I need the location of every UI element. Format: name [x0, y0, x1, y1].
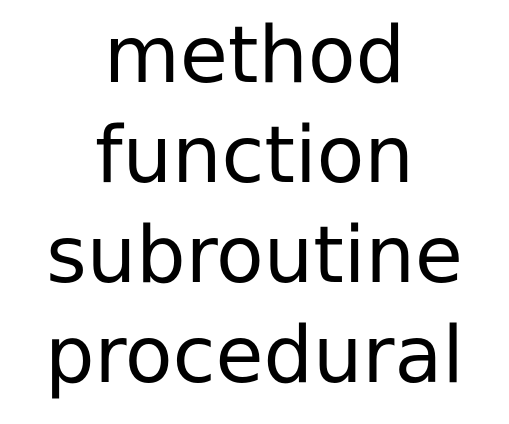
word-function: function: [95, 111, 414, 201]
word-list: method function subroutine procedural: [0, 6, 509, 406]
word-procedural: procedural: [45, 311, 464, 401]
word-method: method: [103, 11, 406, 101]
word-subroutine: subroutine: [46, 211, 463, 301]
